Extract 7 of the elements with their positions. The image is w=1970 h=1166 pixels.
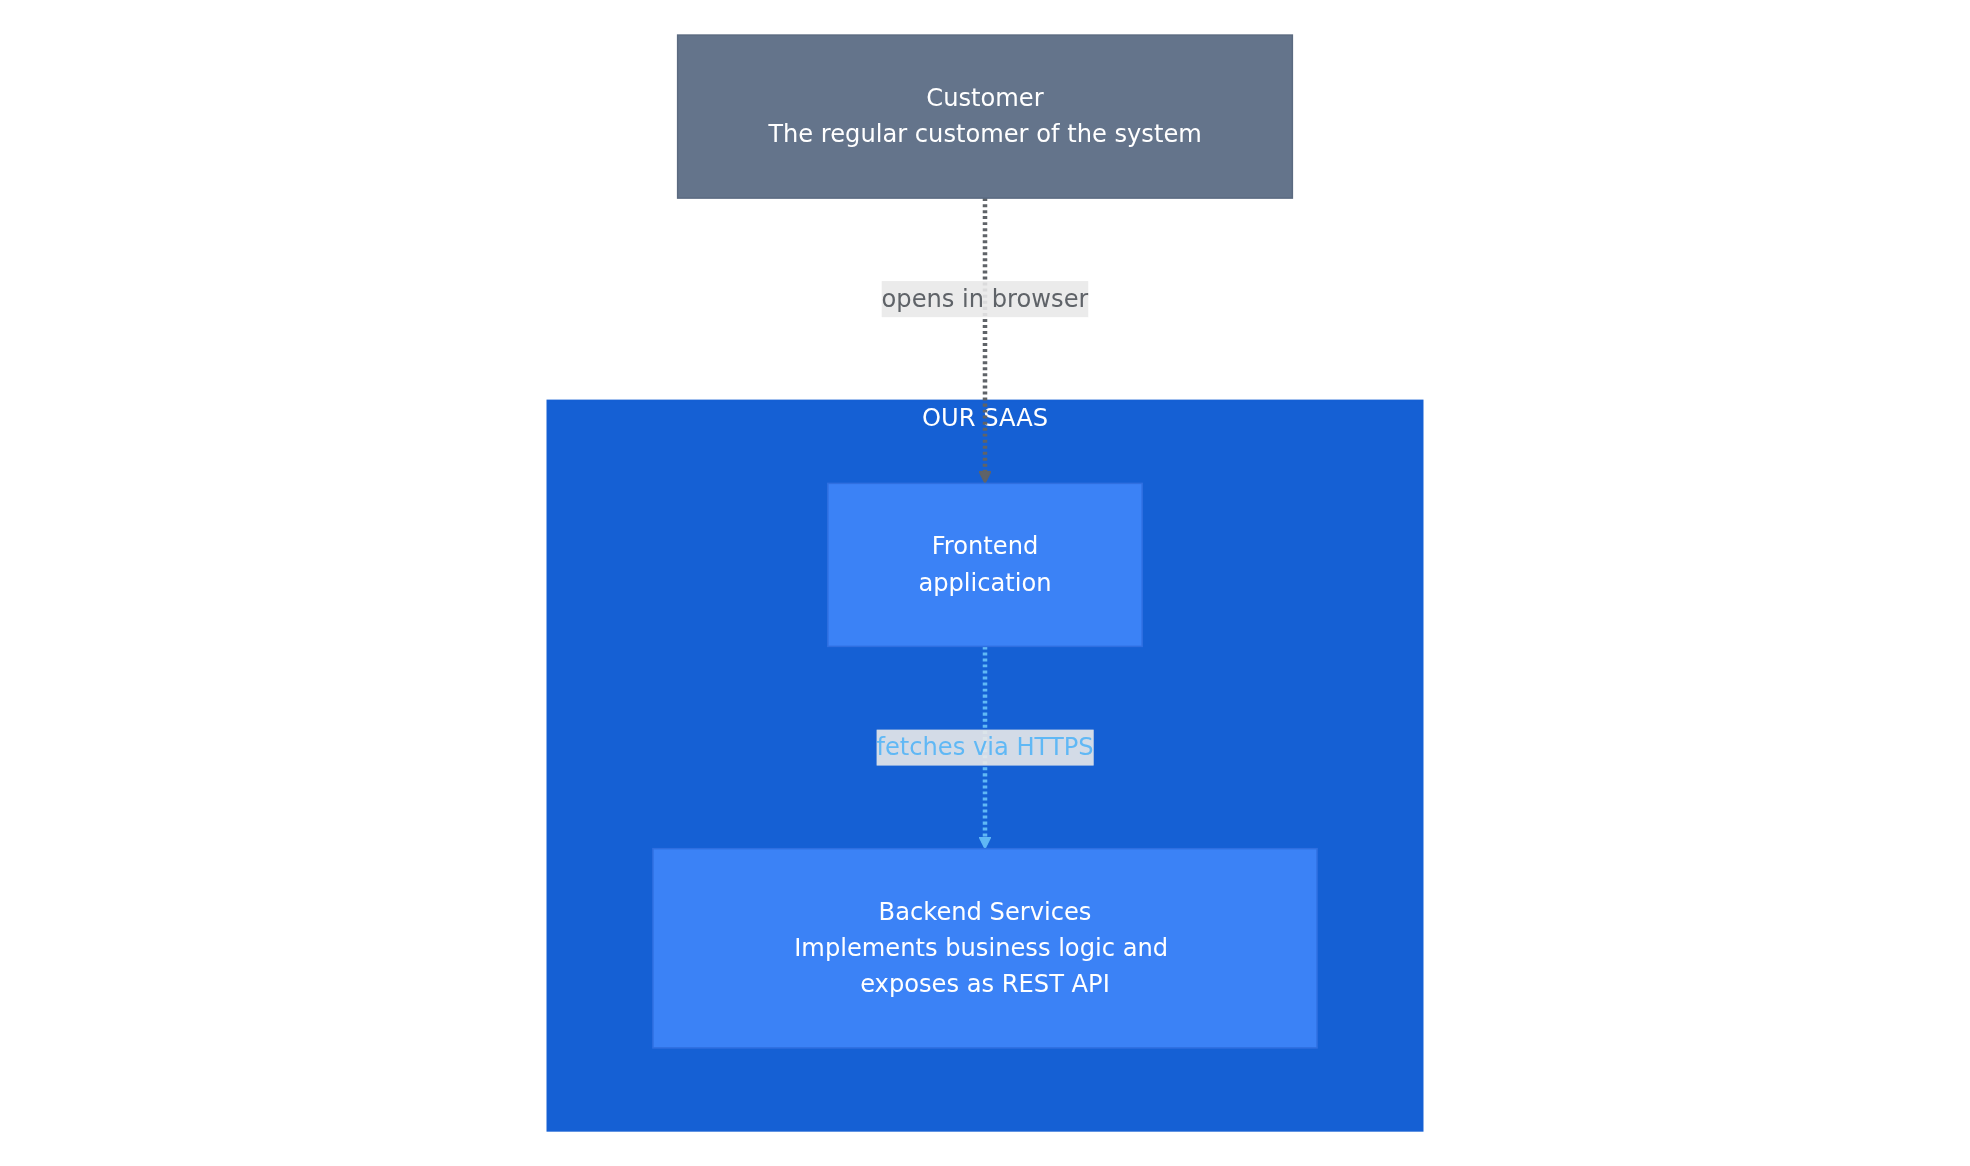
arrow [978,646,992,850]
edge-label: fetches via HTTPS [876,732,1094,762]
node-box: Customer The regular customer of the system [676,34,1294,199]
node-box: Backend Services Implements business logic and exposes as REST API [652,847,1318,1049]
edge-label: opens in browser [881,284,1089,313]
node-box: Frontend application [827,482,1143,648]
arrow [978,198,992,484]
